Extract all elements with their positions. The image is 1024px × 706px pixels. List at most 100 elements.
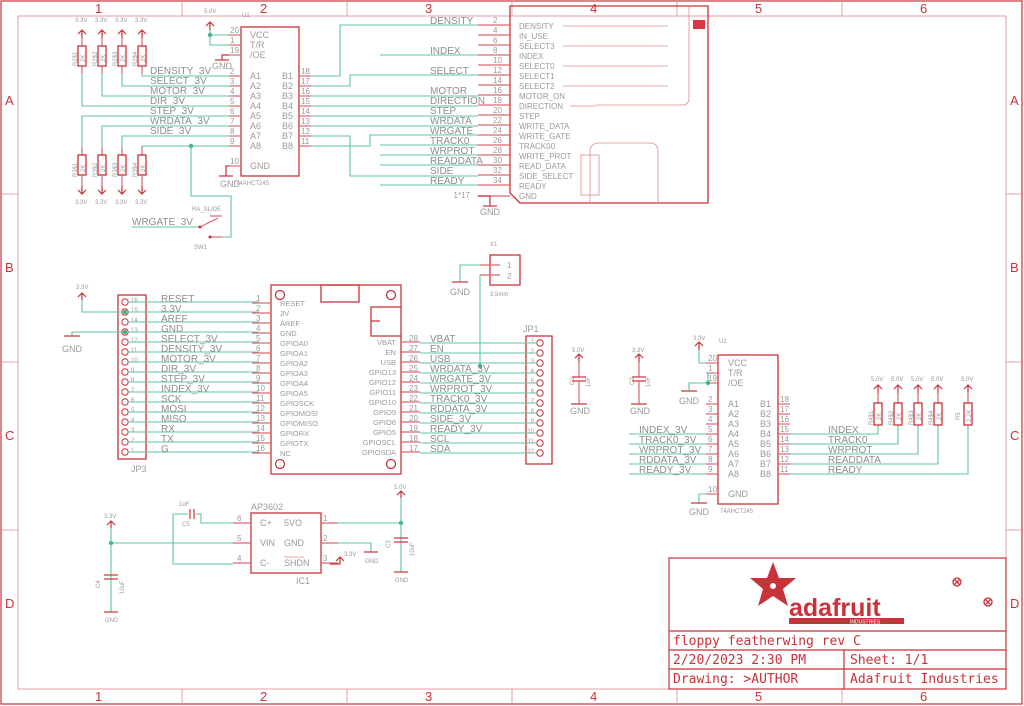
u2-output-wire [790,425,939,465]
feather-pin-num: 18 [409,434,418,443]
u2-pin-num: 2 [708,395,713,404]
jp1-pad [536,379,544,387]
x1-junction [477,363,483,369]
ic1-pin-name: C+ [260,518,272,528]
grid-row-right-C: C [1010,428,1019,443]
feather-pin-num: 7 [256,354,261,363]
jp3-pad [121,438,129,446]
floppy-net-density: DENSITY [430,16,474,27]
u2-output-net: TRACK0 [828,435,868,446]
c2-ref: C2 [630,377,636,385]
pullup-bottom-value: 2K [101,165,107,172]
c3-5v-arrow [396,490,406,498]
pullup-top-3v3: 3.3V [75,18,87,24]
u1-pin-num: 3 [230,77,235,86]
jp3-net-label: RX [161,424,175,435]
floppy-write-tab [693,20,705,29]
pullup-bottom-value: 2K [81,165,87,172]
u1-pin-name: A8 [250,141,261,151]
floppy-net-wrgate: WRGATE [430,126,473,137]
u1-part: 74AHCT245 [236,181,270,187]
u1-pin-num: 8 [230,127,235,136]
grid-col-bottom-2: 2 [260,689,267,704]
x1-ref: X1 [490,242,498,248]
pullup-bottom-ref: R3$2 [93,162,99,177]
u1-pin-name: A3 [250,91,261,101]
jp1-net-label: WRGATE_3V [430,374,491,385]
jp3-pad [121,388,129,396]
power-arrow-icon [117,29,127,38]
ic1-pin-name: C- [260,558,270,568]
grid-col-top-3: 3 [425,1,432,16]
pullup-top-3v3: 3.3V [135,18,147,24]
sw1-ref: SW1 [194,245,208,251]
floppy-outline-top [596,6,690,106]
pullup-bottom-value: 2K [141,165,147,172]
r5-value: 2.2K [967,410,973,422]
u1-pin-num: 1 [230,36,235,45]
jp1-pin-num: 3 [531,359,535,365]
feather-pin-name: GPIOMISO [280,419,318,428]
jp3-net-label: G [161,444,169,455]
floppy-gnd-pin: 1*17 [454,191,471,200]
u2-output-net: WRPROT [828,445,872,456]
u2-output-wire [790,425,899,445]
logo-text: adafruit [789,594,881,622]
floppy-window [580,154,600,196]
grid-row-right-B: B [1010,260,1019,275]
feather-pin-name: GPIO10 [369,398,396,407]
u1-pin-name: A2 [250,81,261,91]
floppy-pin-num: 24 [493,126,502,135]
feather-pin-num: 9 [256,374,261,383]
jp3-3v3-junction [122,309,128,315]
feather-pin-name: GPIOA4 [280,379,308,388]
feather-pin-num: 12 [256,404,265,413]
feather-pin-name: GPIO12 [369,378,396,387]
jp1-pin-num: 12 [527,449,534,455]
u2-pin-name: A7 [728,459,739,469]
floppy-connector-pin-label: DIRECTION [519,102,563,111]
jp1-pad [536,439,544,447]
net-label-side-3v: SIDE_3V [150,126,191,137]
feather-pin-name: USB [381,358,396,367]
sw1-return-wire [190,145,232,238]
floppy-net-direction: DIRECTION [430,96,485,107]
floppy-wire [311,135,478,177]
c4-3v3-arrow [106,520,116,528]
pullup-top-ref: R2$2 [93,51,99,66]
jp3-gnd-label: GND [62,344,83,354]
u1-pin-name: /OE [250,50,266,60]
floppy-connector-pin-label: WRITE_PROT [519,152,572,161]
u1-pin-num: 12 [301,127,310,136]
ic1-pin-name: SHDN [284,558,310,568]
ic1-pin-name: GND [284,538,305,548]
feather-pin-num: 13 [256,414,265,423]
u2-3v3-label: 3.3V [693,336,705,342]
u2-pin-name: B8 [760,469,771,479]
jp1-net-label: SIDE_3V [430,414,471,425]
feather-pin-num: 5 [256,334,261,343]
c2-value: 1uF [646,376,652,387]
floppy-gnd-wire [478,195,491,206]
grid-col-top-4: 4 [590,1,597,16]
net-label-density-3v: DENSITY_3V [150,66,211,77]
power-arrow-icon [117,186,127,195]
sw1-slide-switch: RA_SLIDE SW1 WRGATE_3V [132,145,232,251]
jp1-net-label: RDDATA_3V [430,404,488,415]
u1-pin-num: 2 [230,67,235,76]
resistor-body [963,402,973,426]
u1-pin-name: B1 [282,71,293,81]
grid-col-bottom-6: 6 [920,689,927,704]
jp3-pad [121,418,129,426]
floppy-net-wrdata: WRDATA [430,116,472,127]
jp1-pad [536,419,544,427]
grid-col-top-2: 2 [260,1,267,16]
floppy-pin-num: 18 [493,96,502,105]
u2-ref: U2 [719,339,727,345]
u2-gnd-label-2: GND [689,507,710,517]
feather-pin-num: 1 [256,294,261,303]
u1-pin-name: A5 [250,111,261,121]
jp3-header [117,294,147,460]
u2-pin-name: VCC [728,358,748,368]
